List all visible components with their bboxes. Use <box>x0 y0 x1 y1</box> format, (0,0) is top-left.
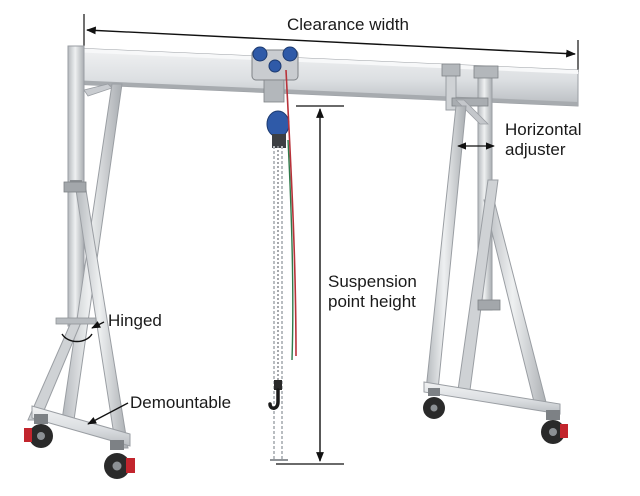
hinged-indicator-arrow <box>61 321 105 343</box>
clearance-width-arrow <box>86 26 576 58</box>
horizontal-label-line-2: adjuster <box>505 140 566 159</box>
castor-wheel-icon <box>24 414 53 448</box>
castor-wheel-icon <box>541 410 568 444</box>
hinged-label: Hinged <box>108 311 162 330</box>
clearance-width-label: Clearance width <box>287 15 409 34</box>
horizontal-adjuster-label: Horizontal adjuster <box>505 120 582 160</box>
left-a-frame <box>27 45 131 449</box>
suspension-point-height-label: Suspension point height <box>328 272 417 312</box>
hoist-chains <box>270 69 297 461</box>
demountable-label: Demountable <box>130 393 232 412</box>
top-beam <box>69 47 579 107</box>
castor-wheel-icon <box>423 388 445 419</box>
demountable-indicator-arrow <box>87 402 129 425</box>
clearance-width-dimension <box>83 14 579 72</box>
horizontal-label-line-1: Horizontal <box>505 120 582 139</box>
castor-wheel-icon <box>104 440 135 479</box>
suspension-label-line-1: Suspension <box>328 272 417 291</box>
right-a-frame <box>423 63 561 415</box>
suspension-label-line-2: point height <box>328 292 416 311</box>
trolley-hoist-icon <box>251 46 299 148</box>
hook-icon <box>268 380 282 410</box>
suspension-height-dimension <box>276 105 344 465</box>
